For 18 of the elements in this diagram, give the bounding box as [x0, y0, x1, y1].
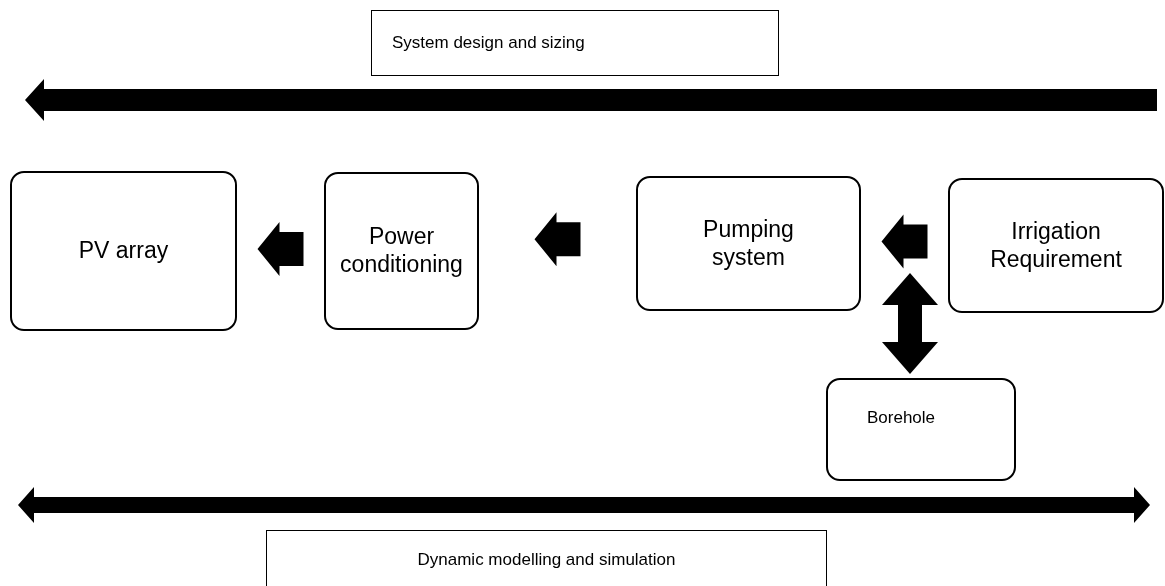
block-arrow [257, 222, 304, 276]
process-box [10, 171, 237, 331]
node-text: Borehole [866, 408, 936, 429]
process-box [948, 178, 1164, 313]
node-text: Dynamic modelling and simulation [417, 550, 676, 570]
block-arrow [882, 273, 938, 374]
process-box [324, 172, 479, 330]
node-text: Irrigation Requirement [989, 217, 1123, 274]
block-arrow [881, 214, 928, 269]
label-box [371, 10, 779, 76]
node-text: PV array [78, 237, 169, 265]
node-text: Pumping system [702, 215, 795, 272]
process-box [826, 378, 1016, 481]
label-box [266, 530, 827, 586]
node-text: System design and sizing [392, 33, 585, 53]
node-text: Power conditioning [339, 223, 464, 279]
block-arrow [534, 212, 581, 267]
process-box [636, 176, 861, 311]
